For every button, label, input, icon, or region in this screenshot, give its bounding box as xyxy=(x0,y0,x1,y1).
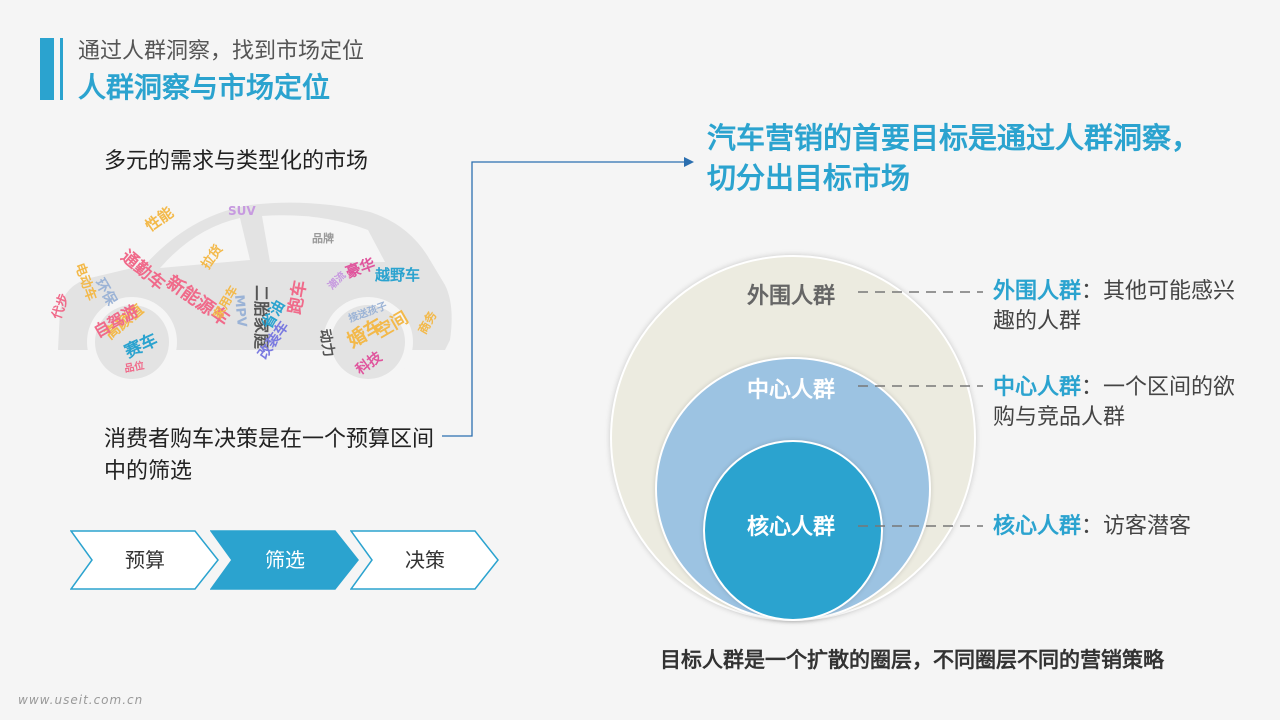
car-word: 二胎家庭 xyxy=(252,285,271,349)
front-wheel-inner xyxy=(95,305,169,379)
step-filter: 筛选 xyxy=(209,530,360,590)
car-word: MPV xyxy=(231,294,249,328)
car-word: 性能 xyxy=(142,203,177,235)
core-circle-label: 核心人群 xyxy=(746,515,835,540)
demand-text: 多元的需求与类型化的市场 xyxy=(104,149,369,174)
step-decide: 决策 xyxy=(349,530,500,590)
car-word: 品位 xyxy=(123,359,145,375)
outer-desc-head: 外围人群 xyxy=(993,279,1082,304)
core-desc-head: 核心人群 xyxy=(993,514,1082,539)
step-budget-label: 预算 xyxy=(125,548,165,572)
decision-text: 消费者购车决策是在一个预算区间中的筛选 xyxy=(104,427,435,484)
core-desc-body: ：访客潜客 xyxy=(1081,514,1192,539)
middle-circle-label: 中心人群 xyxy=(746,378,835,403)
car-word: 动力 xyxy=(316,328,338,359)
outer-desc-body: ：其他可能感兴趣的人群 xyxy=(993,279,1236,334)
outer-desc: 外围人群：其他可能感兴趣的人群 xyxy=(993,277,1243,337)
car-window xyxy=(160,218,250,268)
middle-desc-body: ：一个区间的欲购与竞品人群 xyxy=(993,375,1236,430)
car-word: 品牌 xyxy=(312,231,334,245)
step-filter-label: 筛选 xyxy=(265,548,305,572)
goal-headline: 汽车营销的首要目标是通过人群洞察，切分出目标市场 xyxy=(707,121,1201,195)
middle-desc: 中心人群：一个区间的欲购与竞品人群 xyxy=(993,373,1243,433)
watermark: www.useit.com.cn xyxy=(18,693,144,707)
outer-circle-label: 外围人群 xyxy=(746,284,835,309)
core-desc: 核心人群：访客潜客 xyxy=(993,512,1243,542)
header-subtitle: 通过人群洞察，找到市场定位 xyxy=(78,39,365,64)
step-decide-label: 决策 xyxy=(405,548,445,572)
car-window-rear xyxy=(262,215,385,262)
leader-lines xyxy=(858,291,983,527)
core-circle xyxy=(703,440,883,621)
car-word: 越野车 xyxy=(374,266,420,284)
car-word: SUV xyxy=(228,204,256,218)
header-accent-bar xyxy=(40,38,54,100)
page-title: 人群洞察与市场定位 xyxy=(78,71,331,104)
connector-arrow xyxy=(442,157,694,437)
middle-desc-head: 中心人群 xyxy=(993,375,1082,400)
rear-wheel-inner xyxy=(331,305,405,379)
bottom-caption: 目标人群是一个扩散的圈层，不同圈层不同的营销策略 xyxy=(660,648,1164,672)
step-budget: 预算 xyxy=(69,530,220,590)
header-accent-line xyxy=(60,38,63,100)
